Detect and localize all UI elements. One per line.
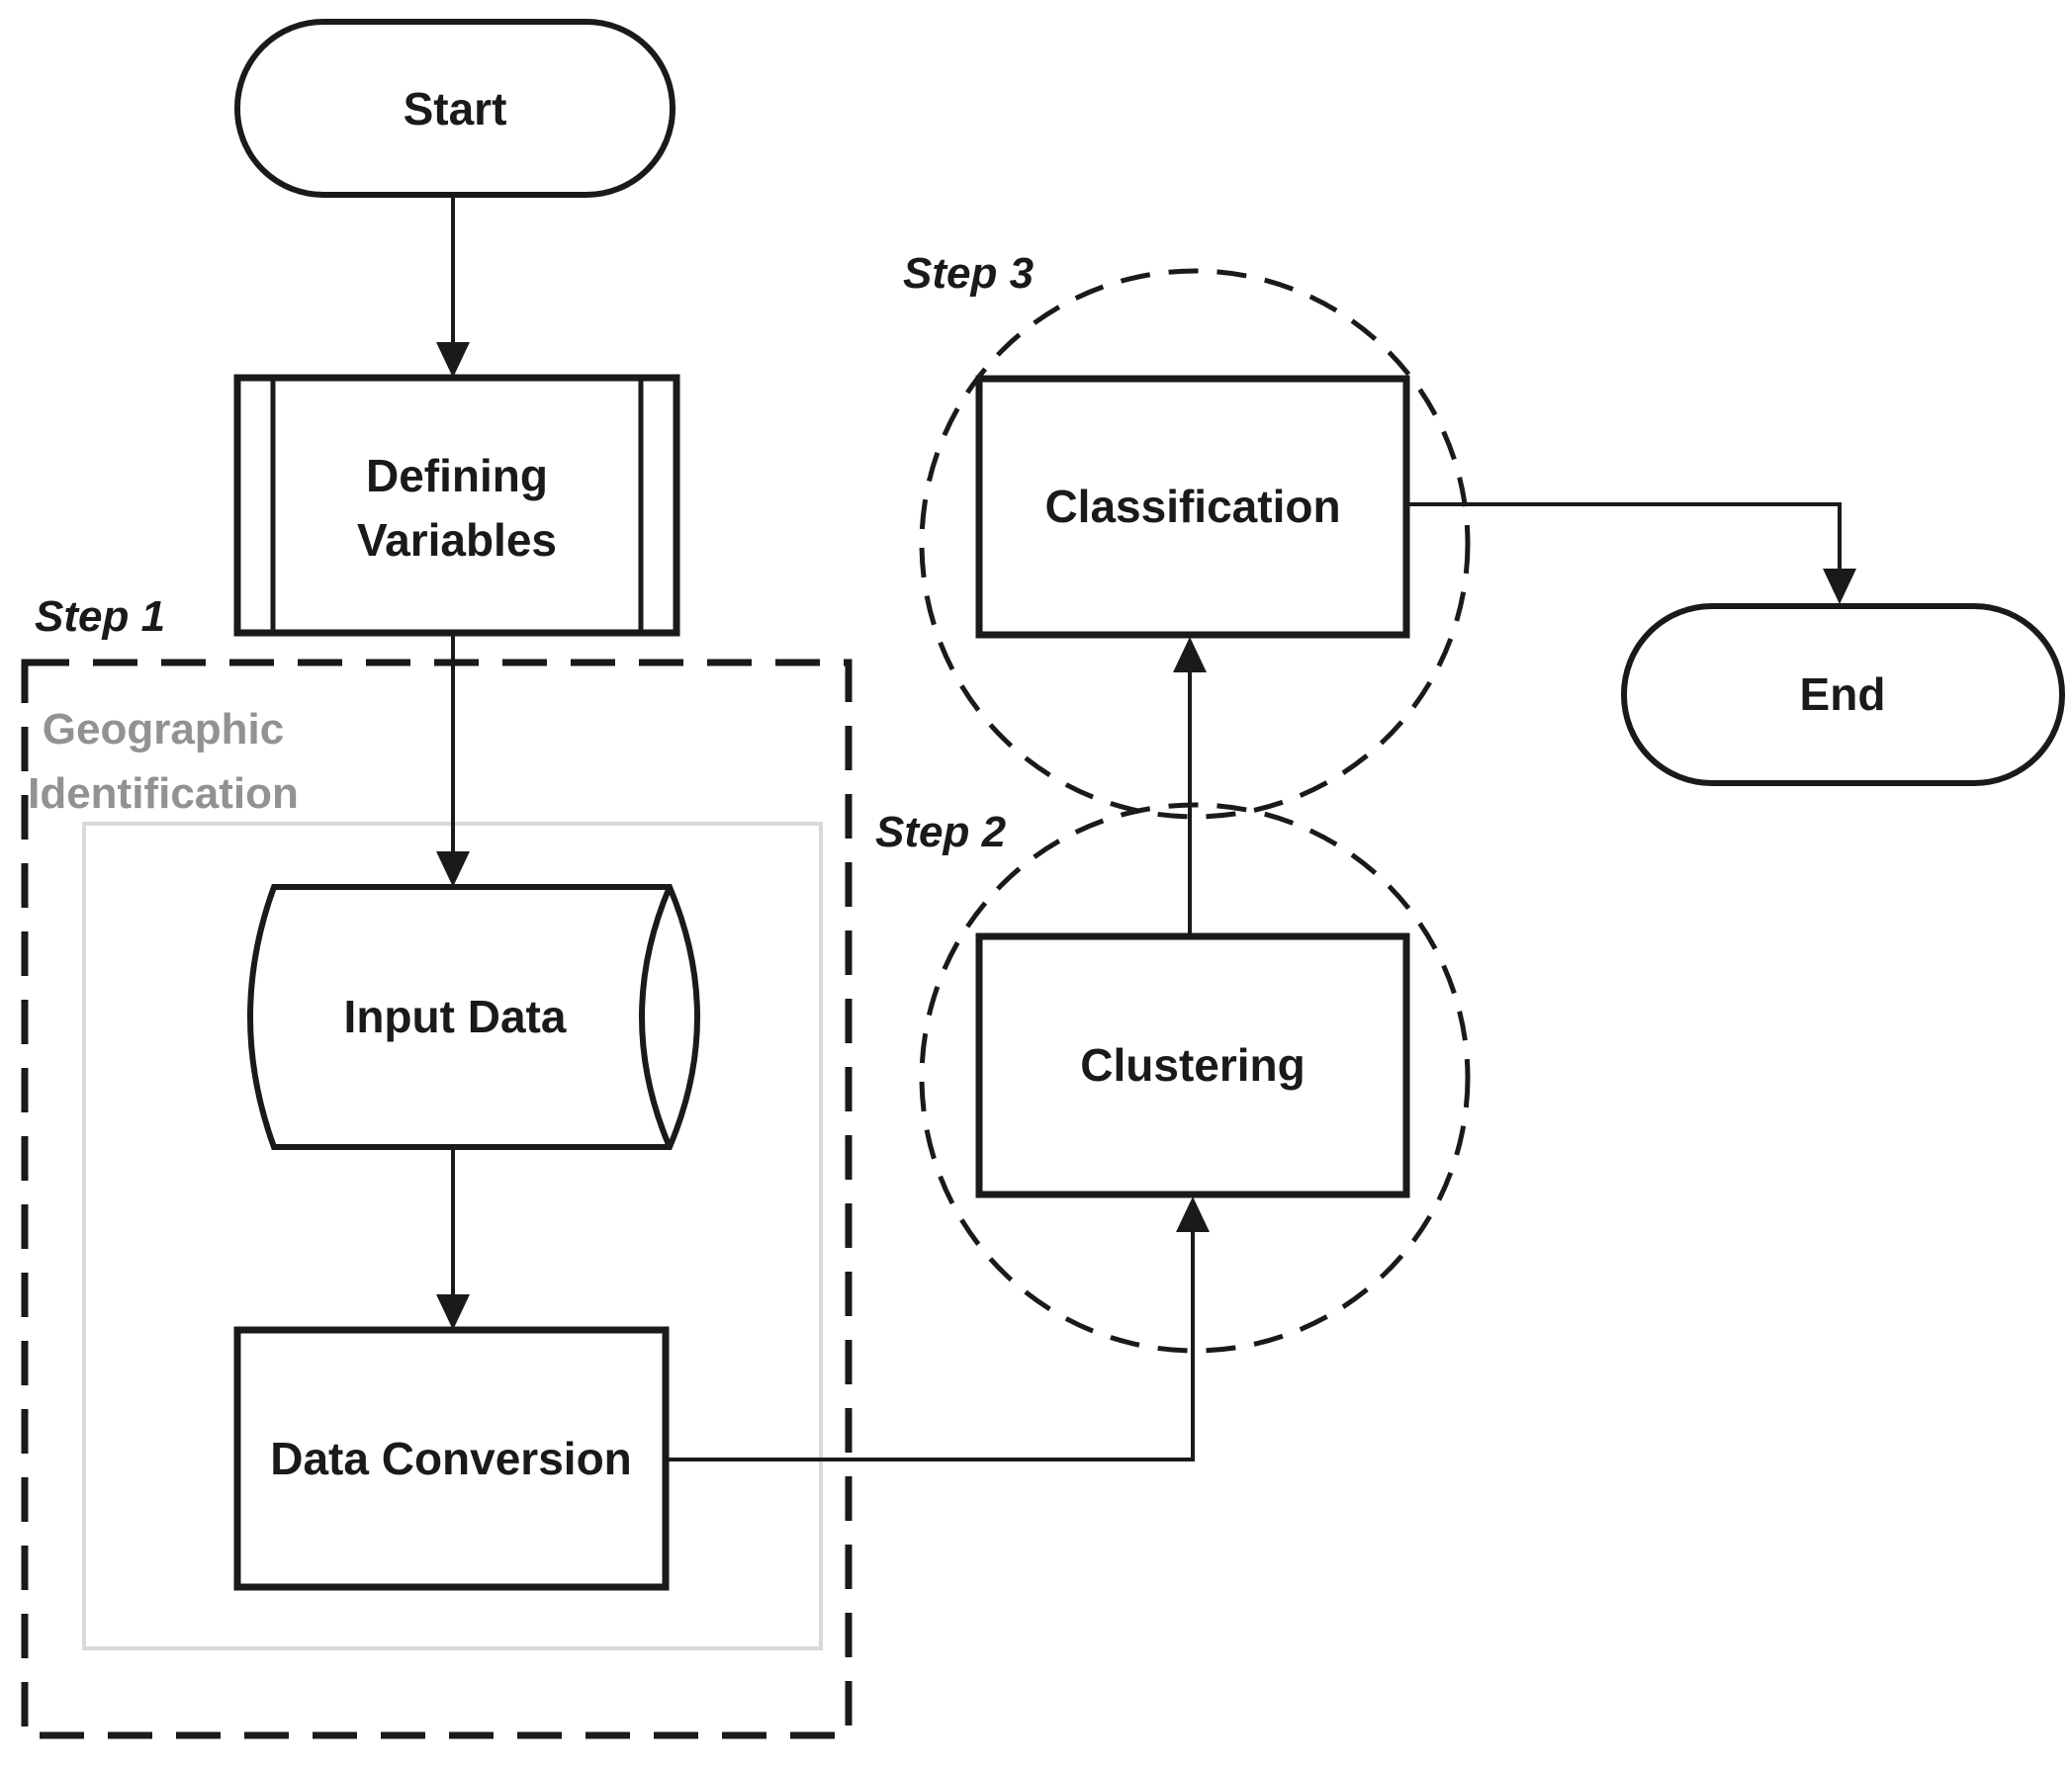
arrowhead-into-data-conversion bbox=[436, 1294, 470, 1330]
node-classification: Classification bbox=[975, 375, 1410, 639]
start-label: Start bbox=[404, 83, 507, 134]
arrowhead-into-classification bbox=[1173, 637, 1207, 672]
node-defining-variables: Defining Variables bbox=[233, 374, 680, 637]
classification-shape bbox=[975, 375, 1410, 639]
clustering-shape bbox=[975, 932, 1410, 1198]
clustering-label: Clustering bbox=[1080, 1039, 1305, 1091]
arrowhead-into-clustering bbox=[1176, 1196, 1210, 1232]
node-end: End bbox=[1621, 603, 2065, 786]
step3-dashed-boundary bbox=[919, 268, 1471, 820]
end-terminator-shape bbox=[1621, 603, 2065, 786]
node-input-data: Input Data bbox=[247, 884, 700, 1150]
data-conversion-label: Data Conversion bbox=[270, 1433, 632, 1484]
step1-dashed-boundary bbox=[21, 659, 853, 1739]
end-label: End bbox=[1800, 668, 1886, 720]
classification-label: Classification bbox=[1044, 481, 1340, 532]
step2-dashed-boundary bbox=[919, 802, 1471, 1354]
geographic-identification-label-line2: Identification bbox=[28, 769, 299, 818]
step2-label: Step 2 bbox=[875, 808, 1007, 856]
defining-variables-label-line2: Variables bbox=[357, 514, 557, 566]
defining-variables-label-line1: Defining bbox=[366, 450, 548, 501]
geographic-identification-label-line1: Geographic bbox=[43, 705, 285, 753]
input-data-label: Input Data bbox=[344, 991, 567, 1042]
edges bbox=[436, 195, 1856, 1461]
node-start: Start bbox=[234, 19, 676, 198]
arrowhead-into-end bbox=[1823, 569, 1856, 604]
step1-label: Step 1 bbox=[35, 592, 165, 641]
input-data-cylinder-inner-arc bbox=[639, 885, 673, 1149]
step3-label: Step 3 bbox=[903, 249, 1034, 298]
arrowhead-into-defining-variables bbox=[436, 342, 470, 378]
arrowhead-into-input-data bbox=[436, 851, 470, 887]
data-conversion-shape bbox=[233, 1326, 670, 1591]
node-data-conversion: Data Conversion bbox=[233, 1326, 670, 1591]
edge-data-conversion-to-clustering bbox=[666, 1228, 1195, 1461]
defining-variables-shape bbox=[233, 374, 680, 637]
edge-classification-to-end bbox=[1406, 502, 1842, 573]
step2-group: Step 2 bbox=[875, 802, 1471, 1354]
start-terminator-shape bbox=[234, 19, 676, 198]
node-clustering: Clustering bbox=[975, 932, 1410, 1198]
step3-group: Step 3 bbox=[903, 249, 1471, 820]
